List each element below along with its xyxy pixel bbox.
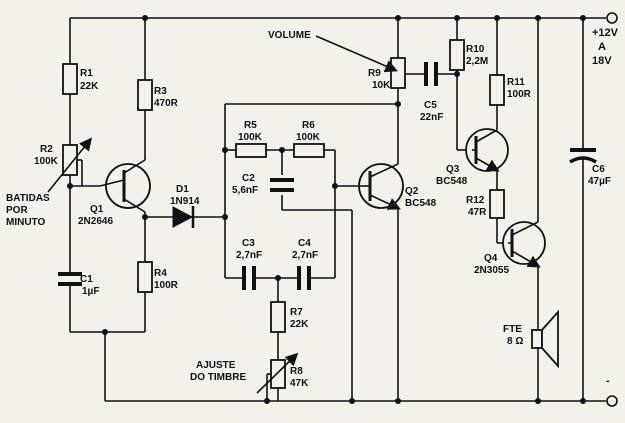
- r5-ref: R5: [244, 120, 257, 131]
- r11-resistor: [489, 18, 505, 106]
- q3-value: BC548: [436, 176, 468, 187]
- q2-ref: Q2: [405, 186, 419, 197]
- q1-value: 2N2646: [78, 216, 113, 227]
- r5-value: 100K: [238, 132, 263, 143]
- q2-value: BC548: [405, 198, 437, 209]
- c4-value: 2,7nF: [292, 250, 318, 261]
- r8-ref: R8: [290, 366, 303, 377]
- r2-value: 100K: [34, 156, 59, 167]
- r10-ref: R10: [466, 44, 485, 55]
- r8-potentiometer: [256, 352, 299, 401]
- c2-value: 5,6nF: [232, 185, 258, 196]
- c4-capacitor: [297, 266, 311, 290]
- r9-ref: R9: [368, 68, 381, 79]
- r4-value: 100R: [154, 280, 179, 291]
- d1-value: 1N914: [170, 196, 200, 207]
- q4-transistor: [502, 18, 546, 330]
- r10-resistor: [449, 18, 472, 151]
- r7-resistor: [270, 301, 286, 360]
- q1-ref: Q1: [90, 204, 104, 215]
- q3-ref: Q3: [446, 164, 460, 175]
- c5-ref: C5: [424, 100, 437, 111]
- r1-ref: R1: [80, 68, 93, 79]
- c4-ref: C4: [298, 238, 311, 249]
- r9-potentiometer: [315, 18, 424, 104]
- positive-terminal: [606, 12, 618, 24]
- supply-voltage-label: +12V: [592, 27, 619, 39]
- r11-ref: R11: [507, 77, 525, 88]
- negative-terminal: [606, 395, 618, 407]
- r1-resistor: [62, 18, 78, 145]
- c3-value: 2,7nF: [236, 250, 262, 261]
- d1-diode: [145, 206, 228, 228]
- q1-ground-wire: [102, 329, 108, 401]
- q3-transistor: [465, 105, 509, 190]
- r3-resistor: [137, 18, 153, 160]
- c1-value: 1µF: [82, 286, 99, 297]
- c2-capacitor: [270, 178, 294, 192]
- c6-capacitor: [569, 18, 597, 401]
- r2-potentiometer: [47, 137, 100, 262]
- r6-resistor: [293, 143, 325, 158]
- ajuste-label-1: AJUSTE: [196, 360, 236, 371]
- r8-value: 47K: [290, 378, 309, 389]
- r7-ref: R7: [290, 307, 303, 318]
- r5-resistor: [235, 143, 267, 158]
- d1-ref: D1: [176, 184, 189, 195]
- speaker-ref: FTE: [503, 324, 522, 335]
- c6-ref: C6: [592, 164, 605, 175]
- q4-value: 2N3055: [474, 265, 509, 276]
- r10-value: 2,2M: [466, 56, 488, 67]
- r6-ref: R6: [302, 120, 315, 131]
- r11-value: 100R: [507, 89, 532, 100]
- r12-ref: R12: [466, 195, 485, 206]
- c5-value: 22nF: [420, 112, 443, 123]
- positive-rail: [70, 15, 606, 21]
- volume-label: VOLUME: [268, 30, 311, 41]
- supply-18v-label: 18V: [592, 55, 612, 67]
- ajuste-label-2: DO TIMBRE: [190, 372, 246, 383]
- batidas-label-3: MINUTO: [6, 217, 45, 228]
- c2-ref: C2: [242, 173, 255, 184]
- c3-capacitor: [242, 266, 256, 290]
- q4-ref: Q4: [484, 253, 498, 264]
- speaker: [531, 309, 559, 401]
- r12-value: 47R: [468, 207, 487, 218]
- ground-rail: [105, 398, 606, 404]
- batidas-label-1: BATIDAS: [6, 193, 50, 204]
- batidas-label-2: POR: [6, 205, 28, 216]
- r3-value: 470R: [154, 98, 179, 109]
- r6-value: 100K: [296, 132, 321, 143]
- c1-ref: C1: [80, 274, 93, 285]
- r1-value: 22K: [80, 81, 99, 92]
- speaker-value: 8 Ω: [507, 336, 523, 347]
- c3-ref: C3: [242, 238, 255, 249]
- c1-capacitor: [58, 262, 145, 333]
- r4-ref: R4: [154, 268, 167, 279]
- twin-t-wires: [222, 103, 398, 401]
- r4-resistor: [137, 212, 153, 332]
- r2-ref: R2: [40, 144, 53, 155]
- q1-transistor: [99, 159, 151, 213]
- negative-label: -: [606, 375, 610, 387]
- supply-a-label: A: [598, 41, 606, 53]
- c5-capacitor: [424, 62, 460, 86]
- c6-value: 47µF: [588, 176, 611, 187]
- q2-transistor: [358, 101, 404, 401]
- r3-ref: R3: [154, 86, 167, 97]
- r7-value: 22K: [290, 319, 309, 330]
- r9-value: 10K: [372, 80, 391, 91]
